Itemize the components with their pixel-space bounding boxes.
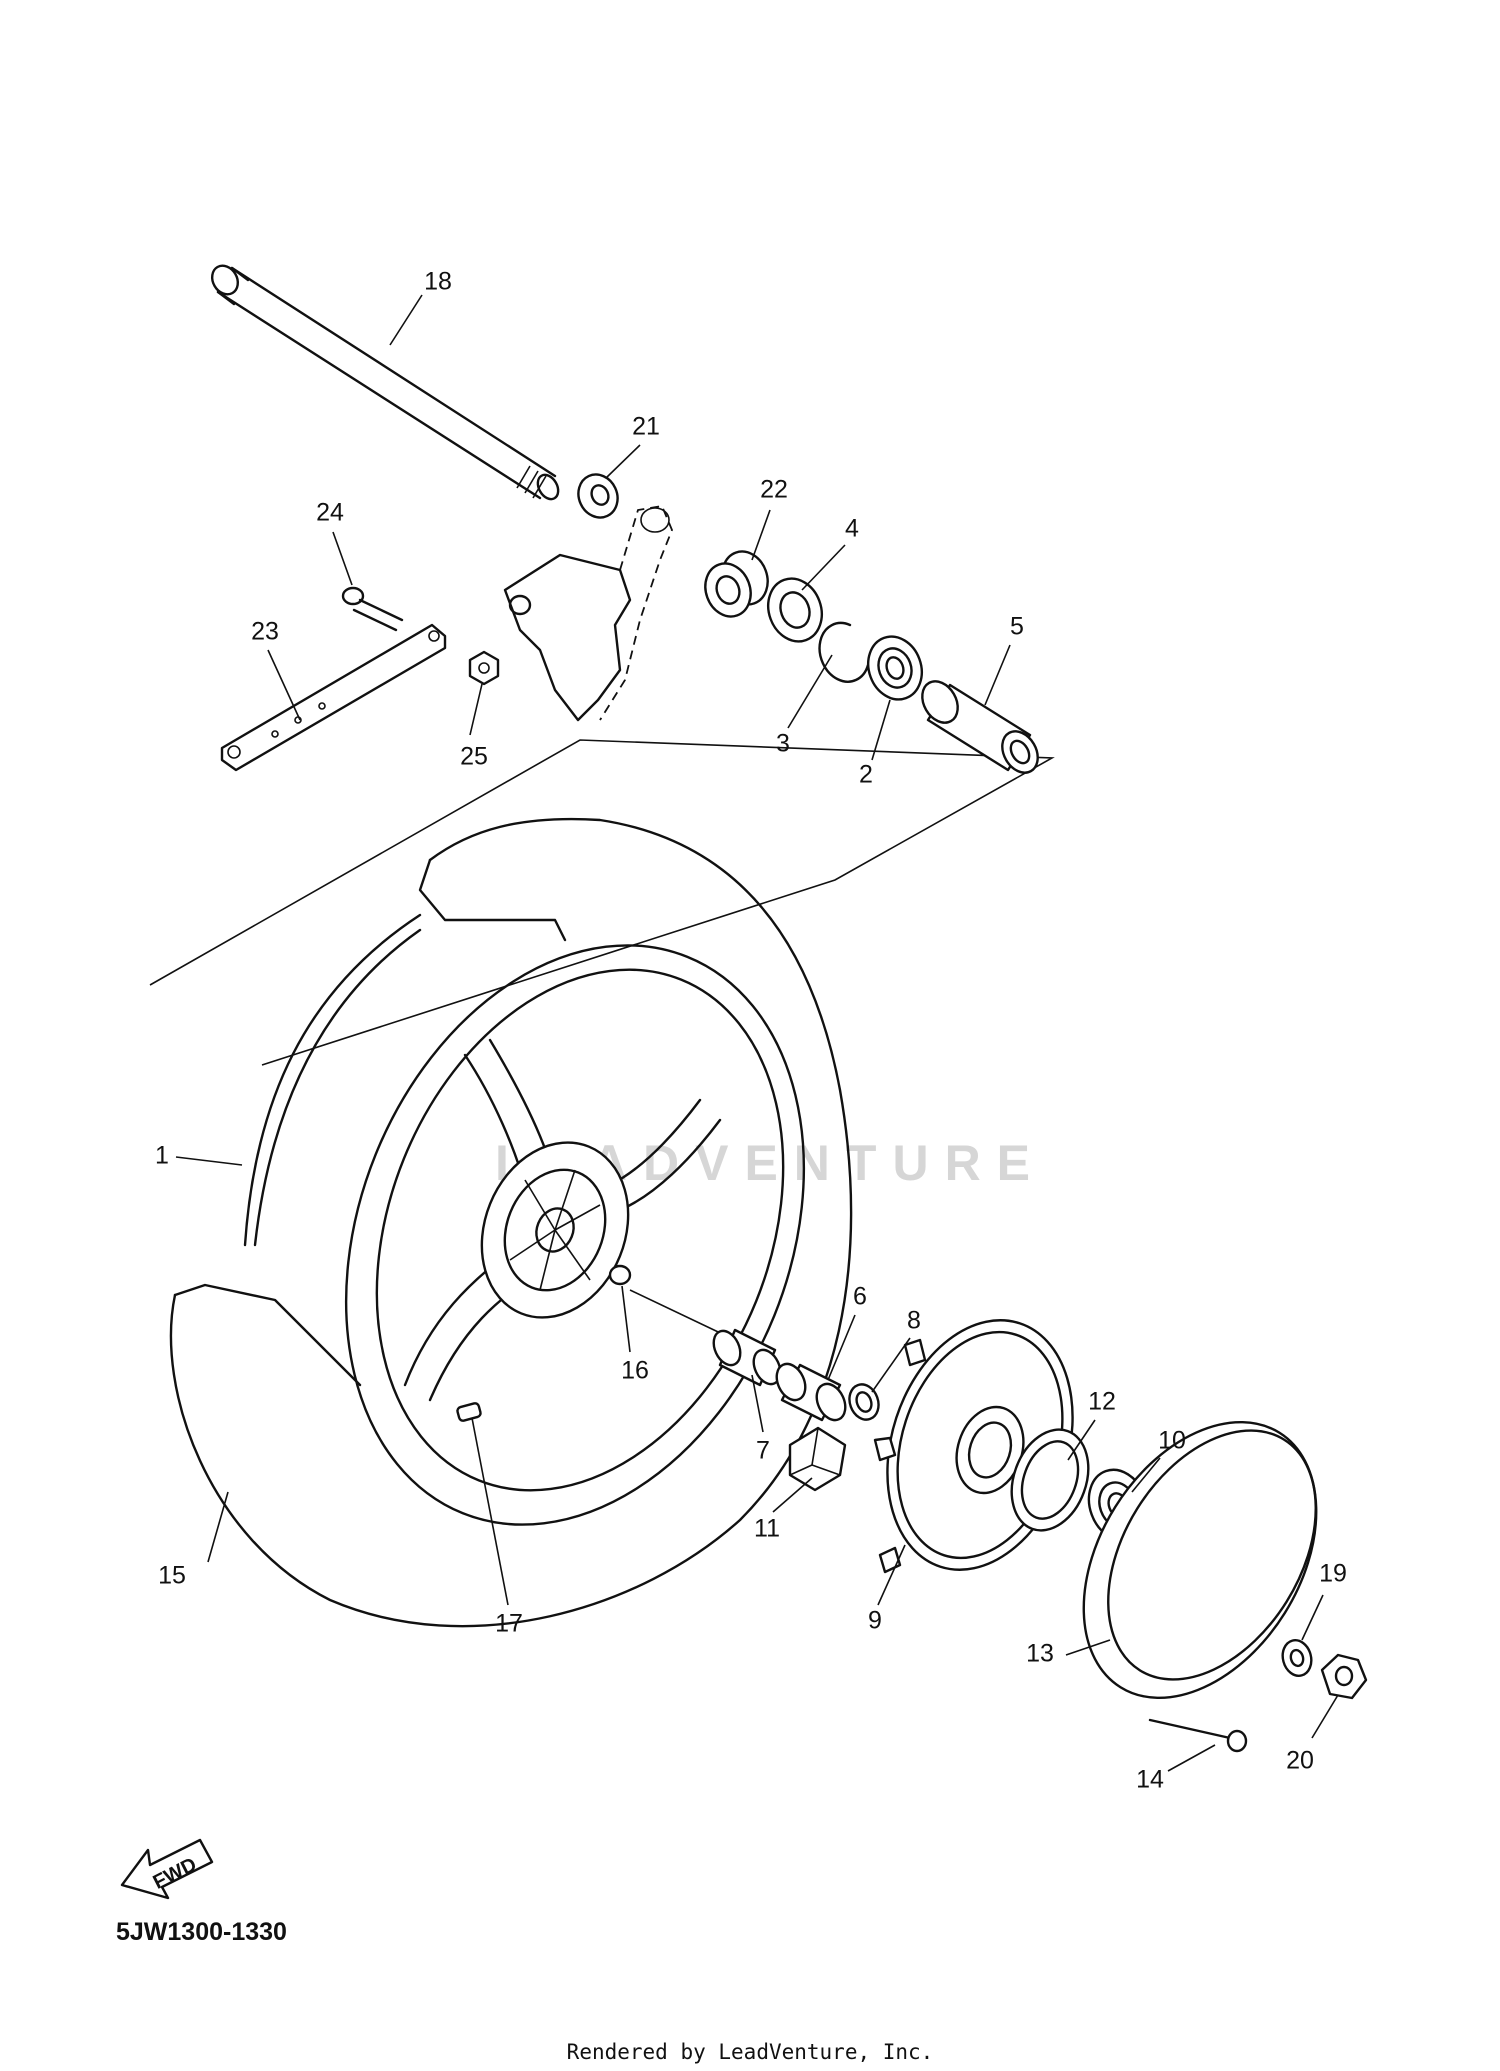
callout-6: 6: [853, 1283, 867, 1311]
callout-20: 20: [1286, 1747, 1314, 1775]
callout-14: 14: [1136, 1766, 1164, 1794]
rendered-by-footer: Rendered by LeadVenture, Inc.: [566, 2040, 934, 2064]
part-23-tension-bar: [220, 623, 447, 772]
part-21-collar: [577, 473, 619, 519]
part-13-cover: [1082, 1420, 1318, 1700]
leader-lines: [175, 294, 1339, 1772]
part-14-screw: [1148, 1718, 1248, 1753]
callout-16: 16: [621, 1357, 649, 1385]
part-3-circlip: [818, 621, 870, 683]
part-20-nut: [1320, 1653, 1368, 1700]
callout-2: 2: [859, 761, 873, 789]
callout-1: 1: [155, 1142, 169, 1170]
part-4-oil-seal: [767, 577, 823, 643]
part-5-spacer: [921, 680, 1039, 774]
part-12-seal: [1010, 1428, 1090, 1532]
part-11-damper: [788, 1426, 847, 1492]
callout-25: 25: [460, 743, 488, 771]
part-2-bearing: [867, 635, 923, 701]
callout-24: 24: [316, 499, 344, 527]
part-1-wheel: [243, 913, 806, 1526]
callout-11: 11: [754, 1515, 780, 1543]
part-17-valve: [456, 1402, 482, 1422]
diagram-code: 5JW1300-1330: [116, 1918, 287, 1946]
callout-10: 10: [1158, 1427, 1186, 1455]
callout-12: 12: [1088, 1388, 1116, 1416]
callout-13: 13: [1026, 1640, 1054, 1668]
part-16-weight: [608, 1264, 632, 1286]
part-19-washer: [1281, 1639, 1313, 1677]
callout-8: 8: [907, 1307, 921, 1335]
callout-19: 19: [1319, 1560, 1347, 1588]
callout-15: 15: [158, 1562, 186, 1590]
callout-4: 4: [845, 515, 859, 543]
fwd-arrow-icon: FWD: [120, 1838, 214, 1900]
part-6-bearing: [775, 1362, 847, 1422]
part-25-nut: [468, 650, 500, 686]
callout-17: 17: [495, 1610, 523, 1638]
callout-3: 3: [776, 730, 790, 758]
callout-22: 22: [760, 476, 788, 504]
part-7-spacer: [712, 1328, 782, 1387]
callout-23: 23: [251, 618, 279, 646]
exploded-bracket: [149, 739, 1055, 1066]
callout-7: 7: [756, 1437, 770, 1465]
part-18-axle: [210, 264, 560, 501]
part-8-seal: [848, 1383, 880, 1421]
caliper-bracket-outline: [503, 504, 673, 722]
part-24-bolt: [341, 586, 404, 632]
callout-5: 5: [1010, 613, 1024, 641]
callout-21: 21: [632, 413, 660, 441]
callout-18: 18: [424, 268, 452, 296]
part-22-collar: [704, 550, 769, 618]
callout-9: 9: [868, 1607, 882, 1635]
